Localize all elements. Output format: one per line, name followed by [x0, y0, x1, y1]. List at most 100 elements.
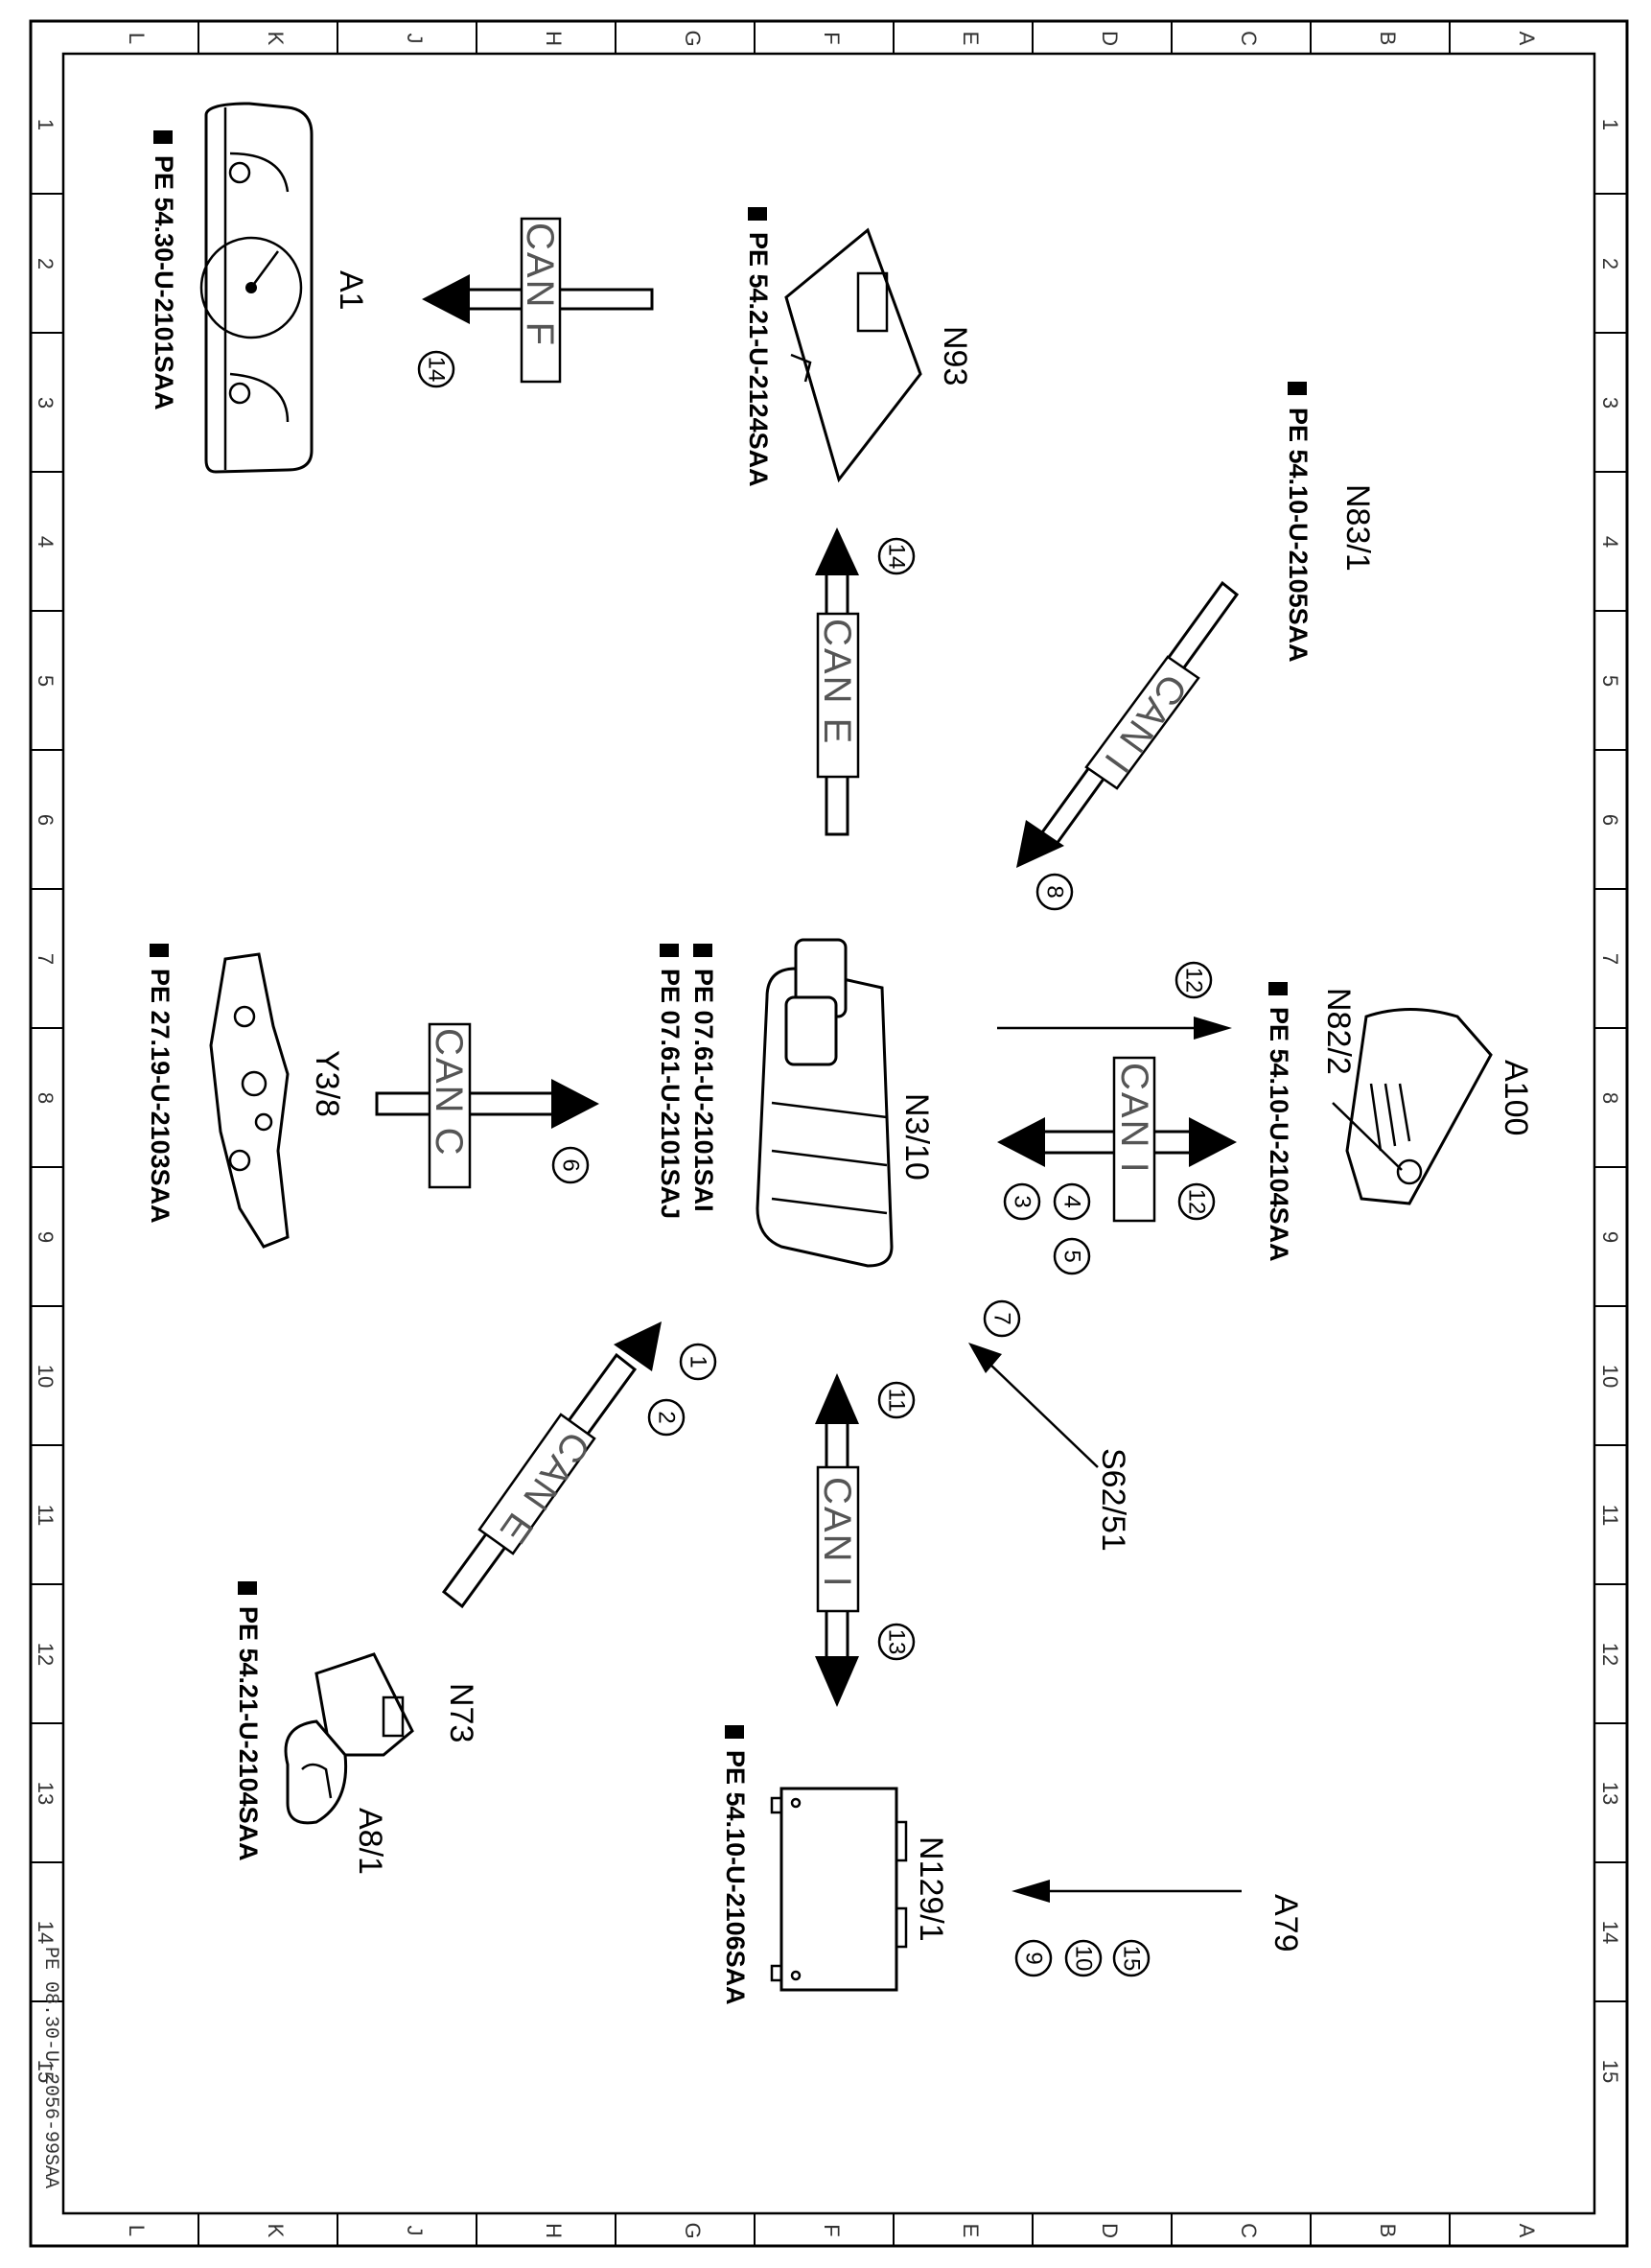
grid-numbers-right: 1 2 3 4 5 6 7 8 9 10 11 12 13 14 15 [1598, 119, 1622, 2083]
can-i-bus-mid: CAN I [997, 1056, 1237, 1223]
grid-number: 14 [1598, 1921, 1622, 1944]
can-e-bus-bottom: CAN E [441, 1321, 662, 1609]
grid-number: 2 [34, 258, 58, 269]
grid-letter: H [542, 31, 566, 46]
can-label-e-top: CAN E [816, 619, 858, 745]
step-circle [551, 1146, 590, 1184]
step-circle [1035, 873, 1074, 911]
grid-letter: A [1515, 2224, 1539, 2238]
can-e-bus-top: CAN E [815, 527, 860, 836]
step-number: 2 [654, 1411, 680, 1423]
grid-letter: A [1515, 32, 1539, 46]
step-number: 6 [558, 1158, 584, 1171]
label-n3-10: N3/10 [898, 1093, 935, 1181]
ref-n3-10-b: PE 07.61-U-2101SAJ [656, 969, 685, 1219]
step-circle [877, 537, 916, 575]
pointing-hand-icon [725, 1725, 744, 1739]
module-n93 [784, 227, 922, 483]
grid-number: 5 [34, 675, 58, 687]
grid-number: 10 [1598, 1365, 1622, 1388]
can-label-i-top: CAN I [1095, 666, 1195, 782]
label-a8-1: A8/1 [352, 1808, 388, 1875]
grid-number: 13 [1598, 1782, 1622, 1805]
grid-letter: D [1098, 31, 1122, 46]
label-a100: A100 [1498, 1060, 1534, 1135]
pointing-hand-icon [693, 944, 712, 957]
can-f-bus: CAN F [422, 217, 654, 384]
module-n129-1 [770, 1787, 908, 1992]
label-s62-51: S62/51 [1095, 1448, 1131, 1552]
step-circle [1112, 1939, 1151, 1977]
ref-n129-1: PE 54.10-U-2106SAA [721, 1750, 750, 2005]
drawing-reference: PE 08.30-U-2056-99SAA [39, 1947, 61, 2188]
label-n129-1: N129/1 [913, 1836, 949, 1942]
step-circle [417, 350, 455, 388]
thin-arrow-to-a100 [997, 1017, 1232, 1040]
grid-number: 13 [34, 1782, 58, 1805]
grid-letter: E [959, 32, 983, 46]
grid-numbers-left: 1 2 3 4 5 6 7 8 9 10 11 12 13 14 15 [34, 119, 58, 2083]
step-number: 13 [884, 1629, 910, 1655]
inner-frame [61, 52, 1596, 2215]
step-number: 1 [686, 1355, 711, 1368]
grid-letter: C [1237, 2223, 1261, 2238]
can-label-i-bottom: CAN I [816, 1477, 858, 1589]
step-number: 8 [1042, 885, 1068, 898]
grid-number: 6 [34, 814, 58, 826]
can-label-i-mid: CAN I [1113, 1063, 1155, 1175]
grid-number: 4 [34, 536, 58, 548]
pointing-hand-icon [1268, 982, 1288, 995]
grid-letter: L [125, 33, 149, 44]
label-n73: N73 [443, 1683, 479, 1742]
grid-letter: J [403, 2226, 427, 2236]
step-number: 9 [1021, 1952, 1047, 1964]
step-number: 14 [424, 357, 450, 383]
grid-number: 1 [1598, 119, 1622, 130]
grid-number: 15 [34, 2060, 58, 2083]
grid-letter: C [1237, 31, 1261, 46]
grid-letters-bottom: L K J H G F E D C B A [125, 2222, 1539, 2238]
step-number: 11 [884, 1389, 910, 1413]
grid-number: 1 [34, 119, 58, 130]
step-circle [1003, 1182, 1041, 1221]
grid-number: 2 [1598, 258, 1622, 269]
ref-n82-2: PE 54.10-U-2104SAA [1265, 1007, 1293, 1262]
step-number: 4 [1059, 1195, 1085, 1207]
ecu-n3-10 [756, 938, 894, 1268]
grid-number: 8 [1598, 1092, 1622, 1104]
grid-number: 12 [34, 1643, 58, 1666]
step-circle [877, 1623, 916, 1661]
grid-number: 11 [34, 1505, 58, 1527]
can-i-bus-bottom: CAN I [815, 1373, 860, 1707]
thin-arrow-s62-51 [968, 1343, 1099, 1468]
step-circle [1177, 1182, 1216, 1221]
label-n93: N93 [937, 326, 973, 386]
grid-letter: G [681, 2222, 705, 2238]
grid-number: 9 [1598, 1231, 1622, 1243]
can-label-c: CAN C [428, 1028, 470, 1157]
grid-number: 14 [34, 1921, 58, 1944]
label-n83-1: N83/1 [1339, 484, 1376, 572]
pointing-hand-icon [150, 944, 169, 957]
grid-letters-top: L K J H G F E D C B A [125, 30, 1539, 46]
valve-body-y3-8 [209, 952, 290, 1249]
can-i-bus-diagonal: CAN I [1016, 580, 1240, 868]
instrument-cluster-a1 [199, 102, 314, 474]
label-a79: A79 [1267, 1894, 1304, 1952]
grid-letter: B [1376, 2224, 1400, 2238]
outer-frame [29, 19, 1629, 2248]
grid-letter: D [1098, 2223, 1122, 2238]
grid-number: 8 [34, 1092, 58, 1104]
grid-number: 12 [1598, 1643, 1622, 1666]
step-circle [877, 1381, 916, 1419]
step-number: 10 [1071, 1946, 1097, 1972]
pointing-hand-icon [153, 130, 173, 144]
grid-number: 3 [34, 397, 58, 409]
leader-line [1332, 1102, 1403, 1171]
step-number: 7 [989, 1312, 1015, 1324]
grid-letter: K [264, 32, 288, 46]
grid-number: 11 [1598, 1505, 1622, 1527]
grid-letter: F [820, 32, 844, 44]
grid-letter: J [403, 34, 427, 44]
